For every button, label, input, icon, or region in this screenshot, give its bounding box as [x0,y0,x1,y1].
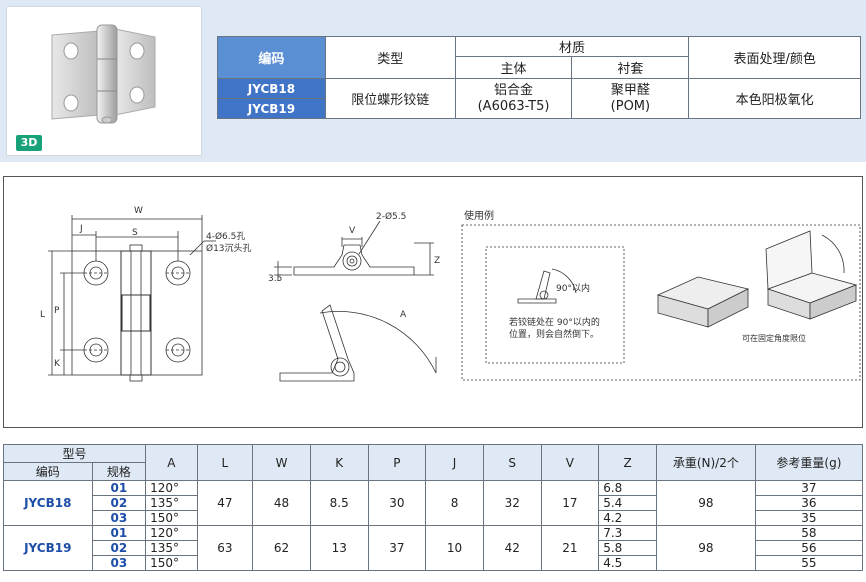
S-cell: 42 [482,525,542,571]
dimensions-table: 型号 A L W K P J S V Z 承重(N)/2个 参考重量(g) 编码… [2,444,864,571]
Z-cell: 5.8 [598,540,657,556]
Z-cell: 4.5 [598,555,657,571]
dim-3-5: 3.5 [268,274,282,284]
header-type: 类型 [324,36,456,79]
W-cell: 62 [252,525,311,571]
K-cell: 13 [309,525,369,571]
Z-cell: 6.8 [598,480,657,496]
header-J: J [425,444,484,481]
header-weight: 参考重量(g) [754,444,864,481]
body-material-cell: 铝合金 (A6063-T5) [454,78,573,119]
weight-cell: 56 [754,540,864,556]
dim-P: P [54,306,60,316]
code-cell: JYCB19 [217,98,326,119]
surface-cell: 本色阳极氧化 [688,78,861,119]
dim-L: L [40,310,45,320]
dim-S: S [132,228,138,238]
fixed-angle-note: 可在固定角度限位 [742,333,806,343]
code-cell: JYCB18 [217,78,326,99]
hole-note-2: Ø13沉头孔 [206,243,252,254]
lining-material-cell: 聚甲醛 (POM) [571,78,690,119]
dim-J: J [79,224,83,234]
V-cell: 17 [540,480,600,526]
header-L: L [196,444,254,481]
header-Z: Z [598,444,657,481]
L-cell: 47 [196,480,254,526]
header-code: 编码 [3,462,93,481]
drawing-canvas: W J S L P K 4-Ø6.5孔 Ø13沉头孔 V 2-Ø5.5 3.5 … [40,206,861,382]
header-lining: 衬套 [571,56,690,79]
spec-cell: 02 [91,540,147,556]
V-cell: 21 [540,525,600,571]
header-load: 承重(N)/2个 [655,444,756,481]
header-S: S [482,444,542,481]
angle-note: 90°以内 [556,282,590,294]
type-cell: 限位蝶形铰链 [324,78,456,119]
front-view [48,215,216,382]
J-cell: 10 [425,525,484,571]
3d-badge[interactable]: 3D [16,135,42,151]
spec-cell: 01 [91,525,147,541]
weight-cell: 55 [754,555,864,571]
header-W: W [252,444,311,481]
Z-cell: 7.3 [598,525,657,541]
header-spec: 规格 [91,462,147,481]
hole-note-1: 4-Ø6.5孔 [206,231,245,242]
spec-cell: 01 [91,480,147,496]
weight-cell: 36 [754,495,864,511]
spec-cell: 02 [91,495,147,511]
L-cell: 63 [196,525,254,571]
code-cell: JYCB19 [3,525,93,571]
product-photo: 3D [6,6,202,156]
spec-cell: 03 [91,510,147,526]
header-P: P [367,444,427,481]
hinge-photo-image [51,24,156,124]
usage-desc-2: 位置，则会自然倒下。 [509,328,599,340]
header-K: K [309,444,369,481]
angle-cell: 150° [145,555,198,571]
weight-cell: 58 [754,525,864,541]
P-cell: 37 [367,525,427,571]
Z-cell: 4.2 [598,510,657,526]
usage-desc-1: 若铰链处在 90°以内的 [509,316,600,328]
weight-cell: 37 [754,480,864,496]
dim-A: A [400,310,407,320]
dim-pin: 2-Ø5.5 [376,211,406,222]
spec-cell: 03 [91,555,147,571]
header-V: V [540,444,600,481]
weight-cell: 35 [754,510,864,526]
header-material: 材质 [454,36,690,57]
dim-K: K [54,359,61,369]
S-cell: 32 [482,480,542,526]
technical-drawing: W J S L P K 4-Ø6.5孔 Ø13沉头孔 V 2-Ø5.5 3.5 … [3,176,863,428]
angle-cell: 135° [145,495,198,511]
angle-cell: 135° [145,540,198,556]
K-cell: 8.5 [309,480,369,526]
angle-cell: 120° [145,525,198,541]
header-body: 主体 [454,56,573,79]
P-cell: 30 [367,480,427,526]
header-code: 编码 [217,36,326,79]
code-cell: JYCB18 [3,480,93,526]
dim-W: W [134,206,143,216]
load-cell: 98 [655,480,756,526]
header-A: A [145,444,198,481]
dim-Z: Z [434,256,440,266]
dim-V: V [349,226,356,236]
angle-cell: 150° [145,510,198,526]
material-table: 编码 类型 材质 表面处理/颜色 主体 衬套 JYCB18 限位蝶形铰链 铝合金… [217,36,861,119]
Z-cell: 5.4 [598,495,657,511]
W-cell: 48 [252,480,311,526]
open-view [279,304,437,382]
side-view [274,220,434,281]
J-cell: 8 [425,480,484,526]
load-cell: 98 [655,525,756,571]
usage-title: 使用例 [464,209,494,222]
usage-panel [461,224,861,381]
header-model: 型号 [2,444,147,463]
angle-cell: 120° [145,480,198,496]
header-surface: 表面处理/颜色 [688,36,861,79]
